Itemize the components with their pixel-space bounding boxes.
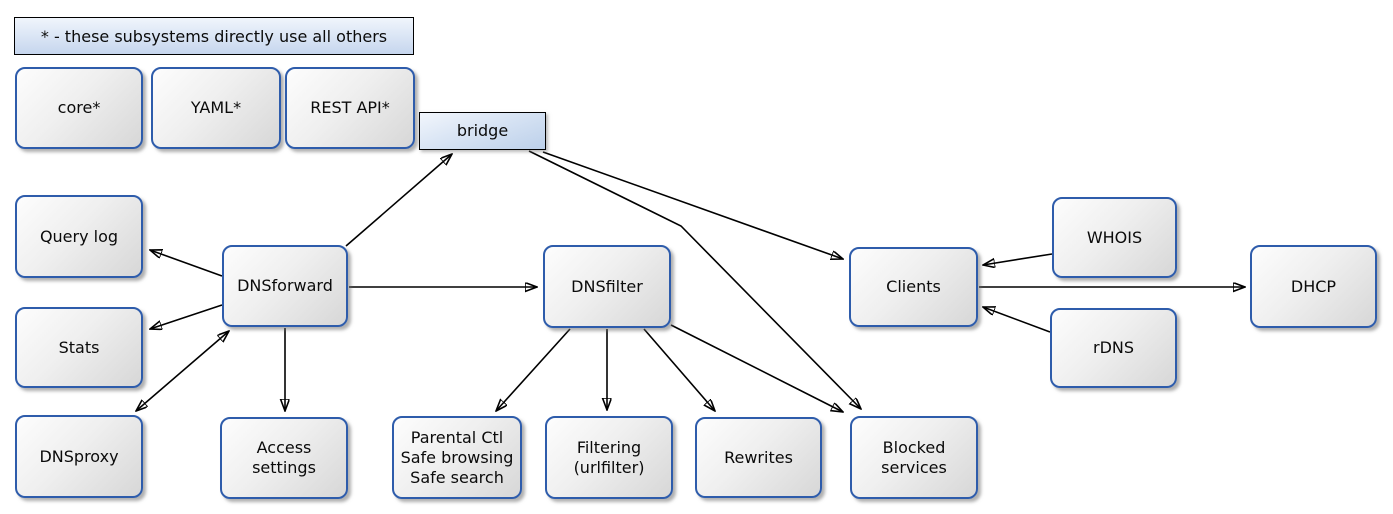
node-label: (urlfilter) <box>573 457 645 477</box>
node-stats: Stats <box>15 307 143 388</box>
node-dhcp: DHCP <box>1250 245 1377 328</box>
legend-text: * - these subsystems directly use all ot… <box>40 26 388 46</box>
node-label: bridge <box>456 121 509 140</box>
node-label: Filtering <box>576 437 642 457</box>
node-label: DHCP <box>1290 276 1337 296</box>
node-label: DNSforward <box>237 276 333 295</box>
edge-dnsfilter-to-parental <box>496 328 571 411</box>
node-core: core* <box>15 67 143 149</box>
edge-rdns-to-clients <box>983 307 1051 333</box>
node-rewrites: Rewrites <box>695 417 822 498</box>
edge-dnsforward-dnsproxy-bidirectional <box>136 331 229 411</box>
node-label: Rewrites <box>724 447 793 467</box>
node-label: REST API* <box>310 98 390 117</box>
node-label: services <box>881 457 947 477</box>
node-parental: Parental Ctl Safe browsing Safe search <box>392 416 522 499</box>
node-rest-api: REST API* <box>285 67 415 149</box>
node-label: core* <box>57 98 101 117</box>
node-bridge: bridge <box>419 112 546 150</box>
node-rdns: rDNS <box>1050 308 1177 388</box>
node-whois: WHOIS <box>1052 197 1177 278</box>
node-label: rDNS <box>1092 338 1135 357</box>
node-label: Stats <box>58 337 100 357</box>
node-query-log: Query log <box>15 195 143 278</box>
node-dnsfilter: DNSfilter <box>543 245 671 328</box>
node-label: WHOIS <box>1086 227 1143 247</box>
edge-dnsforward-to-query-log <box>150 250 223 277</box>
node-label: Safe browsing <box>400 447 514 467</box>
node-label: DNSproxy <box>39 446 119 466</box>
node-yaml: YAML* <box>151 67 281 149</box>
node-clients: Clients <box>849 247 978 327</box>
edge-bridge-to-clients <box>542 151 843 259</box>
node-dnsproxy: DNSproxy <box>15 415 143 498</box>
node-label: Safe search <box>410 467 504 487</box>
node-label: settings <box>252 458 316 477</box>
edge-dnsforward-to-bridge <box>345 154 452 247</box>
edge-dnsfilter-to-rewrites <box>643 328 715 411</box>
node-label: Access <box>256 438 312 457</box>
node-blocked-services: Blocked services <box>850 416 978 499</box>
node-access-settings: Access settings <box>220 417 348 499</box>
node-label: Blocked <box>882 437 946 457</box>
edge-whois-to-clients <box>983 253 1053 265</box>
node-label: YAML* <box>190 98 242 117</box>
node-label: Parental Ctl <box>410 427 504 447</box>
legend-note: * - these subsystems directly use all ot… <box>14 17 414 55</box>
node-dnsforward: DNSforward <box>222 245 348 327</box>
node-label: DNSfilter <box>571 276 643 296</box>
node-label: Query log <box>39 226 119 246</box>
edge-dnsforward-to-stats <box>150 304 223 329</box>
node-filtering: Filtering (urlfilter) <box>545 416 673 499</box>
edge-dnsfilter-to-blocked-services <box>670 324 843 412</box>
node-label: Clients <box>886 277 941 296</box>
